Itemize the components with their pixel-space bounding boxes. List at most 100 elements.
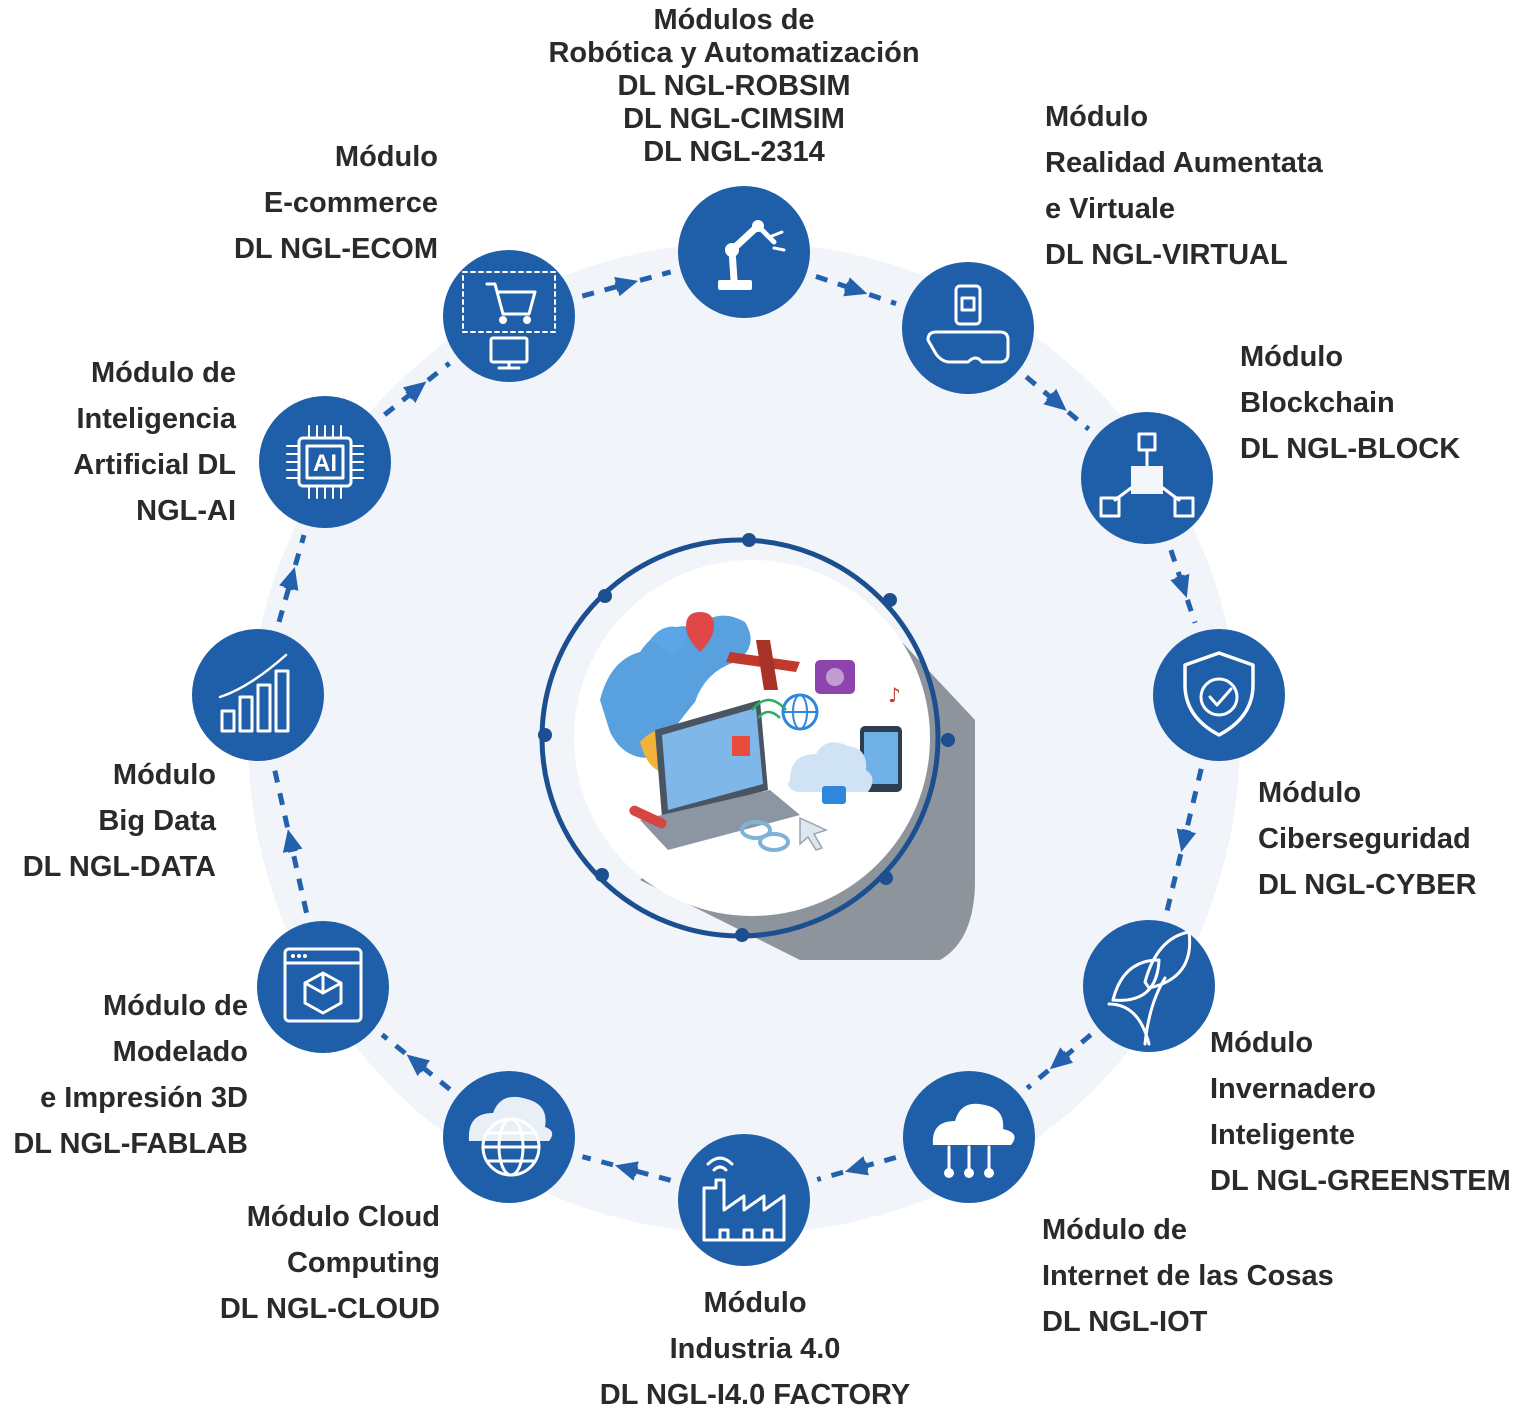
shopping-cart-icon [462,271,556,370]
bar-chart-icon [218,653,290,733]
arrow-head [1176,828,1197,853]
arrow-head [1170,573,1190,598]
node-ai: AI [259,396,391,528]
label-line: Módulos de [653,4,815,36]
hub-ring-dot [538,728,552,742]
hub-ring-dot [883,593,897,607]
label-line: e Virtuale [1045,193,1176,225]
hub-ring-dot [598,589,612,603]
node-iot [903,1071,1035,1203]
label-line: DL NGL-CLOUD [219,1293,440,1325]
connector-arrows [272,269,1204,1183]
node-circle [902,262,1034,394]
module-nodes: AI [192,186,1285,1266]
hub-ring-dot [879,871,893,885]
arrow-head [282,829,303,853]
label-line: DL NGL-DATA [22,851,216,883]
cloud-globe-icon [468,1096,553,1177]
ai-chip-text: AI [313,450,337,477]
node-circle [1153,629,1285,761]
leaves-icon [1107,930,1192,1046]
arrow-head [1043,388,1067,411]
connector-robotics [815,274,897,306]
connector-blockchain [1168,549,1198,624]
hub-ring-dot [595,868,609,882]
connector-cloud [380,1032,452,1092]
label-line: DL NGL-ROBSIM [617,70,851,102]
arrow-head [844,1156,869,1176]
label-line: Realidad Aumentata [1045,147,1323,179]
3d-model-icon [283,947,363,1023]
label-line: Módulo [1240,341,1344,373]
node-bigdata [192,629,324,761]
connector-ecommerce [581,269,672,299]
connector-iot [816,1155,897,1182]
node-circle [678,186,810,318]
label-line: Inteligente [1210,1119,1356,1151]
node-cyber [1153,629,1285,761]
connector-virtual [1024,374,1091,432]
svg-text:♪: ♪ [888,683,901,707]
shield-check-icon [1183,651,1255,737]
connector-ai [382,361,452,417]
label-line: Módulo [112,759,216,791]
arrow-head [402,381,427,404]
arrow-head [406,1054,431,1077]
center-hub: ♪ [538,533,975,960]
connector-fablab [272,768,309,914]
connector-greenhouse [1025,1032,1093,1091]
arrow-head [1049,1047,1074,1070]
label-line: Módulo [334,141,438,173]
label-line: Big Data [98,805,216,837]
label-line: Inteligencia [76,403,236,435]
node-cloud [443,1071,575,1203]
node-circle [259,396,391,528]
arrow-head [279,566,299,591]
label-line: DL NGL-IOT [1042,1306,1208,1338]
label-line: Módulo de [103,990,248,1022]
label-line: Artificial DL [73,449,236,481]
label-line: NGL-AI [136,495,236,527]
label-line: Internet de las Cosas [1042,1260,1334,1292]
blockchain-icon [1099,432,1195,518]
connector-industry [581,1154,672,1183]
connector-bigdata [276,534,307,623]
label-line: Blockchain [1240,387,1395,419]
technology-collage-icon: ♪ [600,612,902,852]
node-robotics [678,186,810,318]
node-circle [443,250,575,382]
label-line: Computing [286,1247,440,1279]
label-line: DL NGL-VIRTUAL [1045,239,1288,271]
node-fablab [257,921,389,1053]
label-line: Módulo Cloud [246,1201,440,1233]
label-line: DL NGL-CIMSIM [623,103,845,135]
label-line: Industria 4.0 [669,1333,841,1365]
label-line: e Impresión 3D [40,1082,248,1114]
label-line: DL NGL-ECOM [233,233,438,265]
hub-ring-dot [941,733,955,747]
label-line: Módulo [1258,777,1362,809]
cloud-network-icon [932,1103,1015,1178]
label-line: E-commerce [263,187,438,219]
robot-arm-icon [718,220,786,290]
factory-icon [702,1156,786,1242]
arrow-head [614,276,639,297]
arrow-head [614,1161,639,1181]
label-line: DL NGL-2314 [643,136,825,168]
connector-cyber [1164,768,1204,913]
label-line: Módulo [1045,101,1149,133]
ai-chip-icon: AI [286,425,364,499]
